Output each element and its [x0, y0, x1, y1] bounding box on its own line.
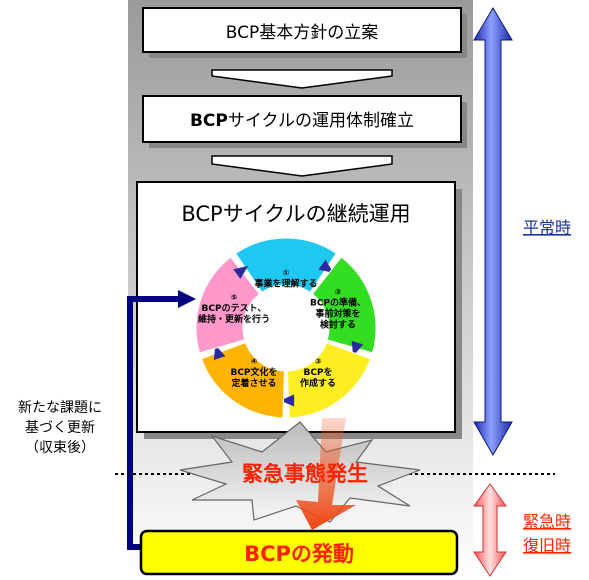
- cycle-step-1-text-1: 事業を理解する: [254, 278, 317, 290]
- activation-box: [139, 529, 459, 576]
- cycle-arrow-2: [351, 340, 364, 356]
- step2-suffix: サイクルの運用体制確立: [228, 111, 414, 131]
- step1-box: [142, 7, 462, 53]
- recovery-time-label: 復旧時: [523, 536, 571, 555]
- cycle-arrow-1: [318, 259, 334, 273]
- cycle-arrow-3: [280, 394, 295, 407]
- cycle-segment-3: [286, 342, 372, 419]
- cycle-step-4-number: ④: [251, 357, 258, 366]
- cycle-segment-2: [311, 256, 377, 354]
- cycle-segment-1: [234, 237, 338, 294]
- cycle-step-5-text-2: 維持・更新を行う: [198, 313, 270, 325]
- step3-title: BCPサイクルの継続運用: [181, 202, 410, 226]
- cycle-step-2-text-2: 事前対策を: [315, 308, 360, 320]
- cycle-step-3-text-1: BCPを: [303, 367, 332, 378]
- step2-prefix: BCP: [190, 111, 228, 131]
- update-note-line-2: 基づく更新: [25, 419, 95, 436]
- normal-time-arrow: [473, 7, 513, 457]
- step2-label: BCPサイクルの運用体制確立: [190, 111, 414, 131]
- activation-label: BCPの発動: [244, 542, 354, 566]
- chevron-arrow-2: [211, 155, 393, 177]
- emergency-event-label: 緊急事態発生: [242, 462, 368, 486]
- cycle-step-4-text-1: BCP文化を: [230, 366, 277, 378]
- cycle-step-2-text-1: BCPの準備、: [310, 297, 366, 309]
- cycle-arrow-4: [213, 344, 226, 360]
- cycle-step-4-text-2: 定着させる: [230, 377, 276, 389]
- cycle-step-5-number: ⑤: [231, 293, 238, 302]
- update-loop-line: [127, 296, 180, 550]
- emergency-time-arrow: [473, 483, 507, 577]
- update-loop-arrowhead: [178, 290, 196, 308]
- cycle-step-2-text-3: 検討する: [320, 319, 356, 331]
- cycle-segment-5: [195, 256, 261, 354]
- normal-time-label: 平常時: [523, 218, 571, 237]
- cycle-step-3-text-2: 作成する: [300, 377, 336, 389]
- step2-box: [142, 95, 462, 143]
- cycle-step-2-number: ②: [335, 288, 342, 297]
- cycle-step-5-text-1: BCPのテスト、: [202, 303, 267, 314]
- chevron-arrow-1: [211, 69, 393, 89]
- cycle-step-1-number: ①: [283, 269, 290, 278]
- step1-label: BCP基本方針の立案: [226, 23, 379, 43]
- emergency-time-label: 緊急時: [523, 512, 571, 531]
- cycle-arrow-5: [233, 265, 249, 280]
- activation-arrow: [296, 418, 356, 530]
- update-note-line-3: （収束後）: [25, 440, 95, 456]
- cycle-segment-4: [200, 342, 286, 419]
- update-note-line-1: 新たな課題に: [18, 400, 102, 416]
- cycle-step-3-number: ③: [315, 357, 322, 366]
